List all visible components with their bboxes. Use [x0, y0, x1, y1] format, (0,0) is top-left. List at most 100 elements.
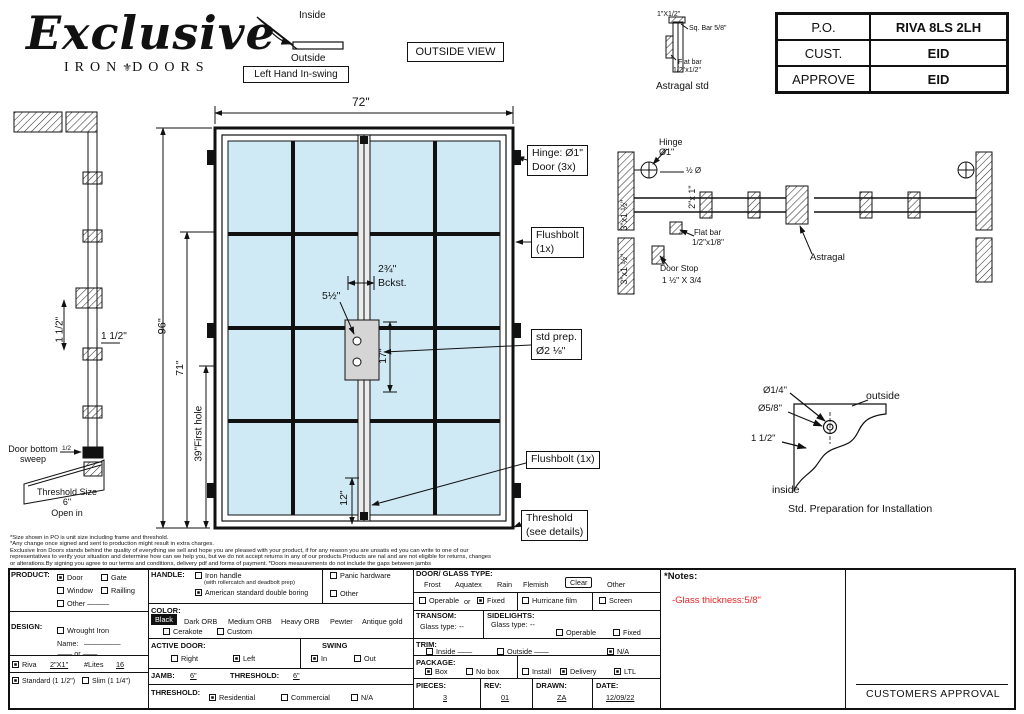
design-slim-option: Slim (1 1/4")	[82, 677, 130, 685]
delivery-checkbox[interactable]	[560, 668, 567, 675]
product-window-checkbox[interactable]	[57, 587, 64, 594]
std-prep-line2: Ø2 ⅛"	[536, 344, 566, 357]
jamb-value: 6"	[190, 671, 197, 680]
package-delivery-option: Delivery	[560, 667, 596, 676]
dim-71: 71"	[173, 360, 186, 376]
color-custom-option: Custom	[217, 627, 252, 636]
sidelights-operable-option: Operable	[556, 628, 596, 637]
american-boring-checkbox[interactable]	[195, 589, 202, 596]
package-no-box-option: No box	[466, 667, 499, 676]
approve-label: APPROVE	[777, 66, 870, 92]
jamb-dim-vertical: 1 1/2"	[54, 316, 66, 343]
ltl-checkbox[interactable]	[614, 668, 621, 675]
hurricane-checkbox[interactable]	[522, 597, 529, 604]
glass-option-clear-selected[interactable]: Clear	[565, 577, 593, 588]
threshold-header: THRESHOLD:	[151, 688, 201, 697]
color-option-black[interactable]: Black	[151, 614, 177, 625]
trim-inside-checkbox[interactable]	[426, 648, 433, 655]
handle-other-option: Other	[330, 589, 358, 598]
active-left-checkbox[interactable]	[233, 655, 240, 662]
product-window-option: Window	[57, 586, 93, 595]
screen-checkbox[interactable]	[599, 597, 606, 604]
door-bottom-sweep-label: Door bottom sweep	[8, 444, 58, 465]
wrought-iron-checkbox[interactable]	[57, 627, 64, 634]
product-other-checkbox[interactable]	[57, 600, 64, 607]
screen-option: Screen	[599, 596, 632, 605]
dim-height: 96"	[156, 318, 169, 335]
product-railling-checkbox[interactable]	[101, 587, 108, 594]
active-right-option: Right	[171, 654, 198, 663]
swing-in-checkbox[interactable]	[311, 655, 318, 662]
color-option-antique-gold[interactable]: Antique gold	[362, 617, 403, 626]
sidelights-header: SIDELIGHTS:	[487, 611, 535, 620]
flushbolt-top-line1: Flushbolt	[536, 229, 579, 241]
color-option-pewter[interactable]: Pewter	[330, 617, 353, 626]
trim-outside-checkbox[interactable]	[497, 648, 504, 655]
plan-tube-3x15-a: 3"x1 ½"	[618, 199, 629, 231]
elevation-dimensions	[156, 106, 532, 529]
swing-in-option: In	[311, 654, 327, 663]
custom-color-checkbox[interactable]	[217, 628, 224, 635]
commercial-checkbox[interactable]	[281, 694, 288, 701]
panic-hardware-checkbox[interactable]	[330, 572, 337, 579]
astragal-caption: Astragal std	[656, 81, 709, 92]
handle-american-option: American standard double boring	[195, 589, 308, 597]
dim-5-5: 5½"	[322, 290, 341, 302]
color-option-medium-orb[interactable]: Medium ORB	[228, 617, 272, 626]
logo-word-iron: IRON	[64, 60, 123, 75]
po-label: P.O.	[777, 14, 870, 40]
slim-checkbox[interactable]	[82, 677, 89, 684]
plan-flat-bar-size: 1/2"x1/8"	[692, 238, 724, 247]
sidelights-glass-value: --	[530, 620, 535, 629]
prep-dia-big: Ø5/8"	[758, 403, 782, 414]
cerakote-checkbox[interactable]	[163, 628, 170, 635]
sidelights-operable-checkbox[interactable]	[556, 629, 563, 636]
standard-checkbox[interactable]	[12, 677, 19, 684]
plan-section-drawing	[617, 148, 993, 295]
box-checkbox[interactable]	[425, 668, 432, 675]
handle-iron-note: (with rollercatch and deadbolt prep)	[204, 580, 295, 586]
glass-type-header: DOOR/ GLASS TYPE:	[416, 569, 493, 578]
glass-option-rain[interactable]: Rain	[497, 580, 513, 589]
iron-handle-checkbox[interactable]	[195, 572, 202, 579]
plan-tube-3x15-b: 3"x1 ½"	[618, 253, 629, 285]
design-or-text: —— or ——	[57, 649, 98, 658]
active-door-header: ACTIVE DOOR:	[151, 641, 206, 650]
product-gate-checkbox[interactable]	[101, 574, 108, 581]
glass-option-other[interactable]: Other	[607, 580, 626, 589]
swing-inside-label: Inside	[299, 10, 326, 21]
trim-na-checkbox[interactable]	[607, 648, 614, 655]
sidelights-fixed-checkbox[interactable]	[613, 629, 620, 636]
glass-option-frost[interactable]: Frost	[424, 580, 441, 589]
riva-checkbox[interactable]	[12, 661, 19, 668]
residential-checkbox[interactable]	[209, 694, 216, 701]
glass-thickness-note: -Glass thickness:5/8"	[672, 595, 761, 606]
order-table: P.O. RIVA 8LS 2LH CUST. EID APPROVE EID	[775, 12, 1009, 94]
plan-hinge-dia: Ø1"	[659, 147, 675, 157]
no-box-checkbox[interactable]	[466, 668, 473, 675]
disclaimer: *Size shown in PO is unit size including…	[10, 535, 492, 567]
threshold-na-checkbox[interactable]	[351, 694, 358, 701]
jamb-threshold-value: 6"	[293, 671, 300, 680]
plan-half-dia: ½ Ø	[686, 166, 702, 175]
glass-option-flemish[interactable]: Flemish	[523, 580, 549, 589]
pieces-label: PIECES:	[416, 681, 447, 690]
color-option-dark-orb[interactable]: Dark ORB	[184, 617, 218, 626]
handle-other-checkbox[interactable]	[330, 590, 337, 597]
astragal-dim-top: 1"X1/2"	[657, 11, 681, 18]
handle-iron-option: Iron handle	[195, 571, 242, 580]
cust-value: EID	[870, 40, 1007, 66]
plan-hinge-label: Hinge	[659, 137, 683, 147]
fixed-checkbox[interactable]	[477, 597, 484, 604]
color-option-heavy-orb[interactable]: Heavy ORB	[281, 617, 320, 626]
notes-header: *Notes:	[664, 571, 698, 582]
glass-option-aquatex[interactable]: Aquatex	[455, 580, 482, 589]
swing-out-checkbox[interactable]	[354, 655, 361, 662]
threshold-residential-option: Residential	[209, 693, 255, 702]
active-right-checkbox[interactable]	[171, 655, 178, 662]
operable-checkbox[interactable]	[419, 597, 426, 604]
install-checkbox[interactable]	[522, 668, 529, 675]
product-door-checkbox[interactable]	[57, 574, 64, 581]
